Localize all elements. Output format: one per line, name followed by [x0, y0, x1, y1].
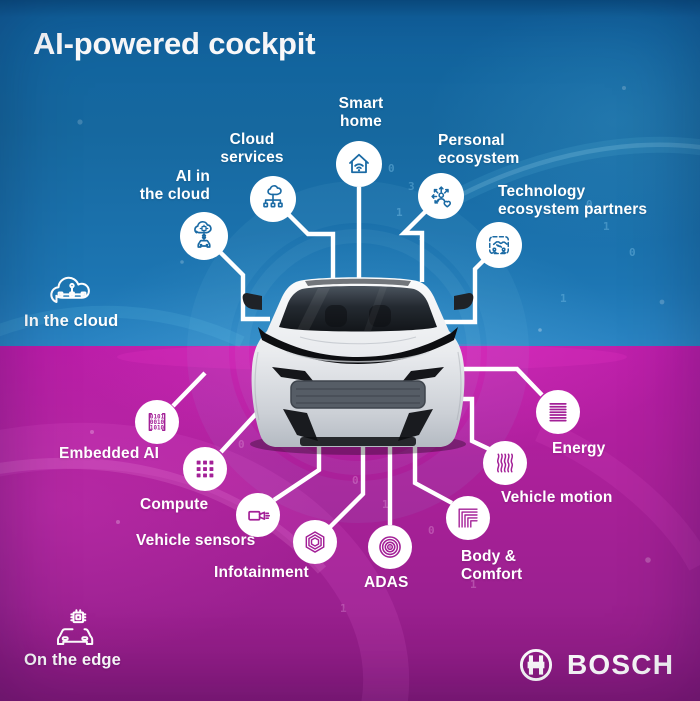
person-arrows-heart-icon	[431, 186, 452, 208]
label-adas: ADAS	[364, 574, 409, 591]
svg-text:0: 0	[428, 524, 435, 537]
svg-text:1: 1	[470, 578, 477, 591]
bosch-armature-icon	[519, 648, 553, 682]
wavy-lines-icon	[496, 453, 514, 473]
connector-lines	[171, 187, 544, 529]
svg-text:1010: 1010	[150, 425, 165, 431]
svg-text:3: 3	[408, 180, 415, 193]
node-body-comfort	[446, 496, 490, 540]
svg-text:1: 1	[382, 498, 389, 511]
car-vent-right	[402, 367, 444, 382]
svg-text:1: 1	[396, 206, 403, 219]
car-illustration	[242, 277, 474, 455]
svg-text:0010: 0010	[150, 420, 165, 426]
radar-target-icon	[379, 536, 401, 558]
label-tech-partners: Technology ecosystem partners	[498, 183, 648, 218]
connector-embedded-ai	[171, 371, 207, 408]
car-mirror-right	[454, 293, 474, 310]
svg-text:1: 1	[603, 220, 610, 233]
handshake-partners-icon	[488, 236, 510, 255]
label-embedded-ai: Embedded AI	[59, 445, 160, 462]
car-light-bar	[258, 327, 458, 364]
label-in-the-cloud: In the cloud	[24, 312, 119, 330]
cloud-org-chart-icon	[263, 185, 283, 208]
label-on-the-edge: On the edge	[24, 651, 121, 669]
camera-sensor-icon	[248, 510, 270, 521]
node-ai-in-the-cloud	[180, 212, 228, 260]
svg-text:0101: 0101	[150, 415, 165, 421]
node-adas	[368, 525, 412, 569]
node-vehicle-motion	[483, 441, 527, 485]
node-smart-home	[336, 141, 382, 187]
smart-home-wifi-icon	[349, 153, 369, 174]
node-energy	[536, 390, 580, 434]
car-roof-glass	[305, 278, 411, 286]
bosch-wordmark: BOSCH	[567, 649, 675, 680]
node-compute	[183, 447, 227, 491]
node-infotainment	[293, 520, 337, 564]
car-chip-icon	[57, 609, 94, 645]
label-vehicle-motion: Vehicle motion	[501, 489, 613, 506]
node-tech-partners	[476, 222, 522, 268]
bokeh-dots	[77, 86, 665, 563]
label-cloud-services: Cloud services	[220, 131, 284, 166]
svg-text:0: 0	[629, 246, 636, 259]
node-personal-ecosystem	[418, 173, 464, 219]
connector-personal-ecosystem	[398, 210, 427, 282]
connector-tech-partners	[442, 259, 485, 325]
label-vehicle-sensors: Vehicle sensors	[136, 532, 256, 549]
node-cloud-services	[250, 176, 296, 222]
layered-corners-icon	[458, 508, 478, 528]
car-windshield	[279, 286, 437, 332]
node-embedded-ai: 0101 0010 1010	[135, 400, 179, 444]
car-lower-vent-left	[283, 409, 318, 441]
cloud-car-exchange-icon	[194, 220, 212, 248]
binary-code-icon: 0101 0010 1010	[148, 413, 166, 431]
connector-energy	[450, 366, 544, 397]
label-body-comfort: Body & Comfort	[461, 548, 523, 583]
svg-text:1: 1	[340, 602, 347, 615]
label-compute: Compute	[140, 496, 209, 513]
chip-grid-icon	[196, 460, 214, 478]
svg-text:1: 1	[560, 292, 567, 305]
svg-text:0: 0	[586, 198, 593, 211]
label-infotainment: Infotainment	[214, 564, 309, 581]
node-vehicle-sensors	[236, 493, 280, 537]
connector-cloud-services	[287, 213, 336, 282]
label-smart-home: Smart home	[338, 95, 384, 130]
car-lower-vent-right	[398, 409, 433, 441]
bosch-logo: BOSCH	[518, 647, 674, 683]
svg-text:0: 0	[388, 162, 395, 175]
nested-hexagons-icon	[305, 531, 325, 553]
svg-text:0: 0	[238, 438, 245, 451]
stacked-bars-icon	[549, 403, 567, 422]
label-personal-ecosystem: Personal ecosystem	[438, 132, 520, 167]
car-vent-left	[272, 367, 314, 382]
car-grille	[290, 380, 426, 409]
car-mirror-left	[242, 293, 262, 310]
cloud-network-icon	[50, 276, 90, 303]
page-title: AI-powered cockpit	[33, 26, 316, 61]
svg-text:0: 0	[352, 474, 359, 487]
label-ai-in-the-cloud: AI in the cloud	[139, 168, 210, 203]
label-energy: Energy	[552, 440, 606, 457]
